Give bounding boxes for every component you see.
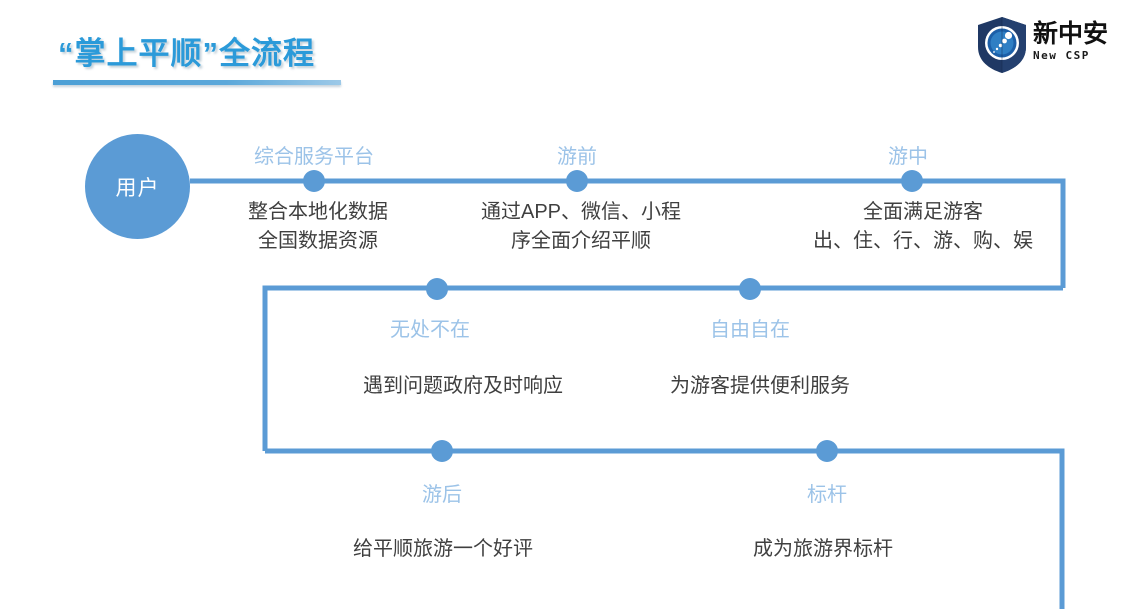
flow-node-title-3-2: 标杆 [807,484,847,506]
flow-node-desc-line: 给平顺旅游一个好评 [353,538,533,560]
brand-logo-text: 新中安 New CSP [1033,20,1125,63]
flow-node-title-1-3: 游中 [888,146,928,168]
page-title: “掌上平顺”全流程 [58,36,315,71]
flow-start-node-label: 用户 [115,176,160,200]
title-underline-bar [53,80,341,85]
flow-node-desc-line: 整合本地化数据 [248,201,388,223]
flow-node-desc-1-3: 全面满足游客 出、住、行、游、购、娱 [813,198,1033,256]
flow-node-dot-2-2[interactable] [739,278,761,300]
flow-node-title-1-1: 综合服务平台 [254,146,374,168]
flow-node-title-1-2: 游前 [557,146,597,168]
flow-node-desc-line: 全国数据资源 [258,230,378,252]
flow-node-desc-line: 出、住、行、游、购、娱 [813,230,1033,252]
flow-node-title-2-2: 自由自在 [710,319,790,341]
flow-node-dot-3-2[interactable] [816,440,838,462]
flow-node-desc-line: 成为旅游界标杆 [753,538,893,560]
flow-node-title-3-1: 游后 [422,484,462,506]
brand-logo: 新中安 New CSP [975,16,1125,76]
flow-node-desc-line: 全面满足游客 [863,201,983,223]
shield-orbit-icon [978,17,1026,73]
brand-name-cn: 新中安 [1033,19,1109,48]
flow-node-dot-1-1[interactable] [303,170,325,192]
flow-node-dot-1-2[interactable] [566,170,588,192]
flow-node-desc-line: 序全面介绍平顺 [511,230,651,252]
flow-node-dot-2-1[interactable] [426,278,448,300]
flow-node-desc-2-1: 遇到问题政府及时响应 [363,372,563,401]
flow-node-desc-2-2: 为游客提供便利服务 [670,372,850,401]
flow-node-dot-1-3[interactable] [901,170,923,192]
flow-node-desc-1-2: 通过APP、微信、小程 序全面介绍平顺 [481,198,681,256]
flow-node-desc-3-2: 成为旅游界标杆 [753,535,893,564]
flow-start-node-user[interactable]: 用户 [85,134,190,239]
flow-node-desc-line: 遇到问题政府及时响应 [363,375,563,397]
brand-name-en: New CSP [1033,49,1090,62]
flow-node-desc-3-1: 给平顺旅游一个好评 [353,535,533,564]
flow-node-desc-1-1: 整合本地化数据 全国数据资源 [248,198,388,256]
slide-header: “掌上平顺”全流程 新中安 New CSP [0,0,1139,110]
flow-node-dot-3-1[interactable] [431,440,453,462]
flow-node-desc-line: 为游客提供便利服务 [670,375,850,397]
flow-node-title-2-1: 无处不在 [390,319,470,341]
flow-node-desc-line: 通过APP、微信、小程 [480,201,682,223]
